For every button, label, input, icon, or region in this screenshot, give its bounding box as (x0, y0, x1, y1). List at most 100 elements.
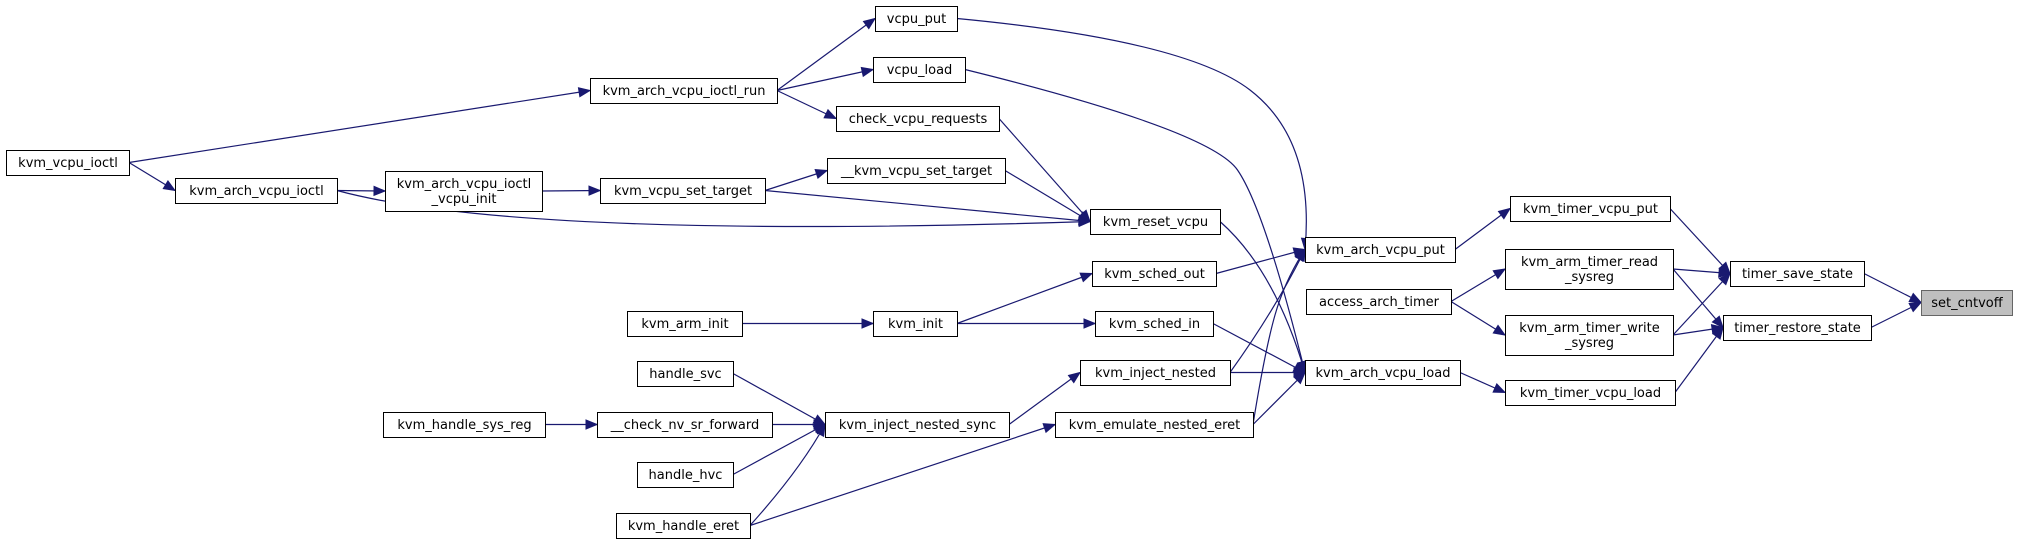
node-kvm-vcpu-set-target[interactable]: kvm_vcpu_set_target (600, 178, 766, 204)
node-label: _sysreg (1564, 336, 1614, 351)
node-kvm-vcpu-ioctl[interactable]: kvm_vcpu_ioctl (6, 150, 130, 176)
node-box (836, 106, 1000, 132)
edge-kvm_arch_vcpu_load-to-kvm_timer_vcpu_load (1459, 371, 1507, 394)
edge-kvm_init-to-kvm_sched_out (956, 272, 1094, 325)
node-kvm-handle-sys-reg[interactable]: kvm_handle_sys_reg (383, 412, 546, 438)
node-box (1505, 249, 1674, 290)
node-box (1505, 315, 1674, 356)
node-kvm-arch-vcpu-put[interactable]: kvm_arch_vcpu_put (1305, 237, 1456, 263)
node-box (1306, 289, 1452, 315)
node-kvm-arch-vcpu-ioctl-vcpu-init[interactable]: kvm_arch_vcpu_ioctl_vcpu_init (385, 171, 543, 212)
node-box (1095, 311, 1214, 337)
node-vcpu-load[interactable]: vcpu_load (873, 57, 966, 83)
node-kvm-arch-vcpu-ioctl[interactable]: kvm_arch_vcpu_ioctl (175, 178, 338, 204)
node-box (1090, 209, 1221, 235)
node-handle-hvc[interactable]: handle_hvc (637, 462, 734, 488)
arrowhead (823, 108, 838, 120)
node-box (627, 311, 743, 337)
arrowhead (1718, 272, 1731, 286)
node-label: kvm_arch_vcpu_ioctl (189, 184, 324, 199)
node-kvm-inject-nested[interactable]: kvm_inject_nested (1080, 360, 1231, 386)
node-kvm-init[interactable]: kvm_init (873, 311, 958, 337)
node---check-nv-sr-forward[interactable]: __check_nv_sr_forward (597, 412, 773, 438)
edge-kvm_vcpu_set_target-to-kvm_reset_vcpu (764, 189, 1092, 226)
node-kvm-handle-eret[interactable]: kvm_handle_eret (616, 513, 751, 539)
node-box (1510, 196, 1671, 222)
arrowhead (861, 318, 875, 329)
node-timer-restore-state[interactable]: timer_restore_state (1723, 315, 1872, 341)
node-box (1092, 261, 1217, 287)
node-kvm-arm-init[interactable]: kvm_arm_init (627, 311, 743, 337)
node-kvm-reset-vcpu[interactable]: kvm_reset_vcpu (1090, 209, 1221, 235)
node-label: kvm_arm_init (641, 317, 728, 332)
node-box (827, 158, 1006, 184)
node-label: kvm_arch_vcpu_load (1316, 366, 1451, 381)
edge-kvm_arm_timer_read_sysreg-to-timer_restore_state (1672, 268, 1724, 329)
edge-kvm_vcpu_ioctl-to-kvm_arch_vcpu_ioctl (128, 161, 177, 192)
edge-kvm_arch_vcpu_put-to-kvm_timer_vcpu_put (1454, 207, 1512, 250)
edge-kvm_inject_nested_sync-to-kvm_inject_nested (1008, 371, 1082, 425)
node-label: _sysreg (1564, 270, 1614, 285)
node-kvm-timer-vcpu-load[interactable]: kvm_timer_vcpu_load (1505, 380, 1676, 406)
node-box (875, 6, 958, 32)
arrowhead (1067, 371, 1082, 384)
node-label: kvm_inject_nested (1095, 366, 1216, 381)
node-kvm-arch-vcpu-ioctl-run[interactable]: kvm_arch_vcpu_ioctl_run (590, 78, 778, 104)
node-check-vcpu-requests[interactable]: check_vcpu_requests (836, 106, 1000, 132)
node---kvm-vcpu-set-target[interactable]: __kvm_vcpu_set_target (827, 158, 1006, 184)
node-label: kvm_timer_vcpu_load (1520, 386, 1661, 401)
arrowhead (1079, 272, 1094, 283)
node-box (637, 361, 734, 387)
node-handle-svc[interactable]: handle_svc (637, 361, 734, 387)
arrowhead (1294, 248, 1306, 262)
node-set-cntvoff[interactable]: set_cntvoff (1921, 290, 2013, 316)
node-timer-save-state[interactable]: timer_save_state (1730, 261, 1865, 287)
node-box (6, 150, 130, 176)
node-box (1505, 380, 1676, 406)
node-box (1921, 290, 2013, 316)
node-box (383, 412, 546, 438)
node-box (1080, 360, 1231, 386)
node-label: kvm_sched_in (1109, 317, 1200, 332)
node-label: kvm_arm_timer_write (1519, 321, 1660, 336)
node-label: timer_save_state (1742, 267, 1853, 282)
arrowhead (588, 185, 602, 196)
node-kvm-arm-timer-read-sysreg[interactable]: kvm_arm_timer_read_sysreg (1505, 249, 1674, 290)
node-box (825, 412, 1010, 438)
node-access-arch-timer[interactable]: access_arch_timer (1306, 289, 1452, 315)
node-kvm-arm-timer-write-sysreg[interactable]: kvm_arm_timer_write_sysreg (1505, 315, 1674, 356)
node-box (600, 178, 766, 204)
edge-kvm_handle_eret-to-kvm_inject_nested_sync (749, 423, 826, 526)
node-box (616, 513, 751, 539)
arrowhead (577, 87, 592, 98)
node-kvm-timer-vcpu-put[interactable]: kvm_timer_vcpu_put (1510, 196, 1671, 222)
arrowhead (373, 185, 387, 197)
node-label: kvm_emulate_nested_eret (1069, 418, 1240, 433)
edge-access_arch_timer-to-kvm_arm_timer_read_sysreg (1450, 268, 1507, 303)
node-kvm-sched-out[interactable]: kvm_sched_out (1092, 261, 1217, 287)
node-vcpu-put[interactable]: vcpu_put (875, 6, 958, 32)
node-kvm-emulate-nested-eret[interactable]: kvm_emulate_nested_eret (1055, 412, 1254, 438)
node-kvm-arch-vcpu-load[interactable]: kvm_arch_vcpu_load (1305, 360, 1461, 386)
node-label: timer_restore_state (1734, 321, 1861, 336)
node-box (873, 57, 966, 83)
arrowhead (1711, 315, 1724, 329)
arrowhead (1042, 423, 1057, 434)
edge-kvm_timer_vcpu_put-to-timer_save_state (1669, 208, 1731, 275)
node-box (175, 178, 338, 204)
node-box (385, 171, 543, 212)
node-label: handle_svc (649, 367, 721, 382)
edge-kvm_arch_vcpu_ioctl_vcpu_init-to-kvm_vcpu_set_target (541, 185, 602, 196)
arrowhead (862, 17, 877, 30)
node-kvm-inject-nested-sync[interactable]: kvm_inject_nested_sync (825, 412, 1010, 438)
edge-timer_restore_state-to-set_cntvoff (1870, 301, 1923, 329)
node-kvm-sched-in[interactable]: kvm_sched_in (1095, 311, 1214, 337)
arrowhead (1908, 292, 1923, 304)
node-label: kvm_timer_vcpu_put (1523, 202, 1658, 217)
arrowhead (1083, 318, 1097, 329)
arrowhead (1711, 326, 1724, 340)
arrowhead (1293, 371, 1306, 385)
node-label: kvm_arch_vcpu_ioctl_run (603, 84, 766, 99)
edge-kvm_vcpu_ioctl-to-kvm_arch_vcpu_ioctl_run (128, 87, 592, 164)
node-label: kvm_handle_sys_reg (397, 418, 531, 433)
